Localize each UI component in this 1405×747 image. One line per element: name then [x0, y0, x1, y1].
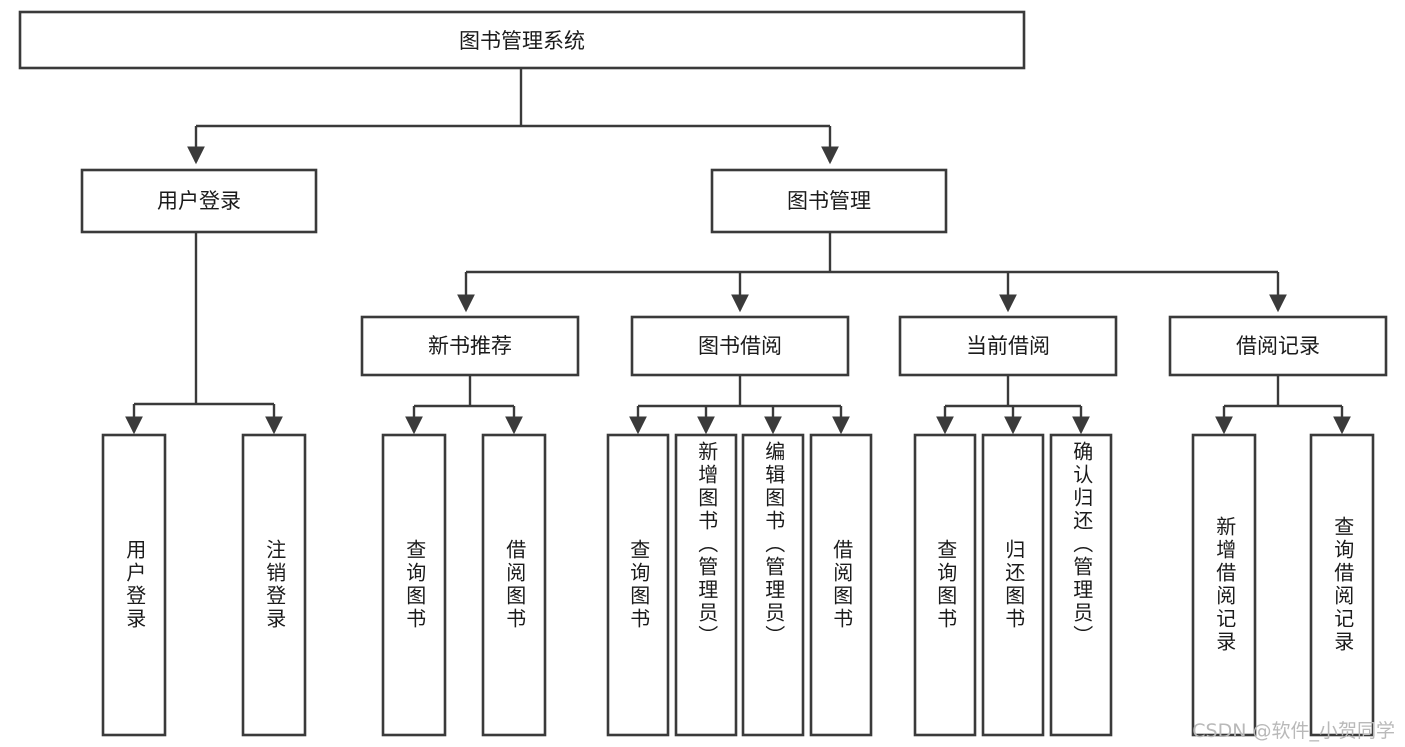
node-new-book-recommend-box[interactable]	[360, 315, 580, 377]
leaf-box-user-login-1[interactable]	[101, 433, 167, 737]
node-root[interactable]: 图书管理系统	[18, 10, 1026, 70]
edge-group-user-login	[125, 232, 283, 435]
node-user-login[interactable]: 用户登录	[80, 168, 318, 234]
leaf-box-book-borrow-1[interactable]	[606, 433, 670, 737]
node-root-box[interactable]	[18, 10, 1026, 70]
node-current-borrow-label: 当前借阅	[966, 334, 1050, 358]
node-borrow-records-box[interactable]	[1168, 315, 1388, 377]
leaf-box-current-borrow-2[interactable]	[981, 433, 1045, 737]
node-user-login-box[interactable]	[80, 168, 318, 234]
node-user-login-label: 用户登录	[157, 189, 241, 213]
node-book-manage-label: 图书管理	[787, 189, 871, 213]
leaf-box-current-borrow-3[interactable]	[1049, 433, 1113, 737]
node-borrow-records-label: 借阅记录	[1236, 334, 1320, 358]
edge-group-book-borrow	[629, 375, 850, 435]
edge-group-borrow-records	[1215, 375, 1351, 435]
node-book-borrow[interactable]: 图书借阅	[630, 315, 850, 377]
leaf-box-book-borrow-3[interactable]	[741, 433, 805, 737]
node-book-borrow-box[interactable]	[630, 315, 850, 377]
leaf-box-new-book-1[interactable]	[381, 433, 447, 737]
node-borrow-records[interactable]: 借阅记录	[1168, 315, 1388, 377]
node-root-label: 图书管理系统	[459, 29, 585, 53]
node-new-book-recommend[interactable]: 新书推荐	[360, 315, 580, 377]
node-book-manage[interactable]: 图书管理	[710, 168, 948, 234]
node-book-borrow-label: 图书借阅	[698, 334, 782, 358]
leaf-box-borrow-records-2[interactable]	[1309, 433, 1375, 737]
leaf-box-book-borrow-4[interactable]	[809, 433, 873, 737]
leaf-box-book-borrow-2[interactable]	[674, 433, 738, 737]
edge-group-root	[187, 68, 839, 165]
leaf-box-new-book-2[interactable]	[481, 433, 547, 737]
node-current-borrow[interactable]: 当前借阅	[898, 315, 1118, 377]
edge-group-book-manage	[457, 232, 1287, 313]
leaf-box-user-login-2[interactable]	[241, 433, 307, 737]
leaf-box-borrow-records-1[interactable]	[1191, 433, 1257, 737]
edge-group-current-borrow	[936, 375, 1090, 435]
node-current-borrow-box[interactable]	[898, 315, 1118, 377]
leaf-box-current-borrow-1[interactable]	[913, 433, 977, 737]
node-new-book-recommend-label: 新书推荐	[428, 334, 512, 358]
node-book-manage-box[interactable]	[710, 168, 948, 234]
edge-group-new-book	[405, 375, 523, 435]
